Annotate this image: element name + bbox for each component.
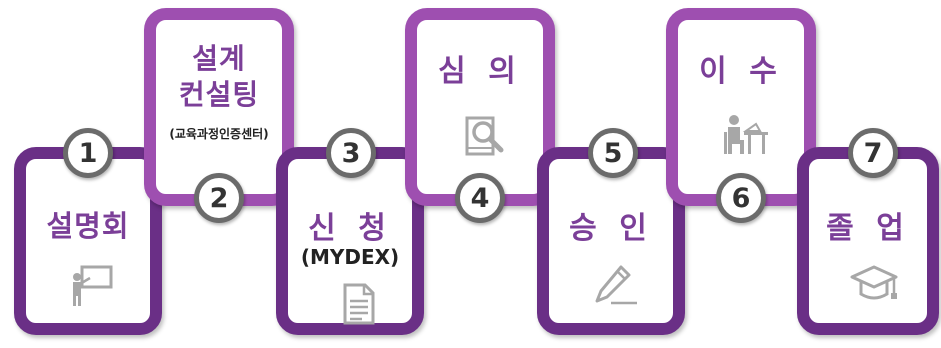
step-3-number-badge: 3 [326,128,376,178]
step-6-title: 이 수 [699,54,783,89]
document-icon [342,283,376,325]
step-2-title-line1: 설계 [192,42,246,75]
graduation-cap-icon [849,263,899,307]
step-3-subtitle: (MYDEX) [300,245,400,269]
step-6-number-badge: 6 [716,173,766,223]
step-5-number-badge: 5 [588,128,638,178]
step-2-number-badge: 2 [194,173,244,223]
student-desk-icon [722,112,770,156]
step-4-title: 심 의 [438,54,522,89]
presentation-icon [70,264,114,308]
step-2-title-line2: 컨설팅 [178,78,260,111]
step-3-title: 신 청 [308,211,392,246]
step-7-title: 졸 업 [826,211,910,246]
magnifier-book-icon [463,114,507,158]
step-2-card: 설계 컨설팅 (교육과정인증센터) [144,8,294,206]
step-7-number-badge: 7 [848,128,898,178]
step-2-subtitle: (교육과정인증센터) [169,127,269,141]
pen-sign-icon [593,263,641,307]
step-4-number-badge: 4 [455,173,505,223]
step-7-card: 졸 업 [797,147,939,335]
step-5-title: 승 인 [569,211,653,246]
step-1-number-badge: 1 [63,128,113,178]
step-3-card: 신 청 (MYDEX) [276,147,424,335]
step-1-title: 설명회 [46,209,130,243]
